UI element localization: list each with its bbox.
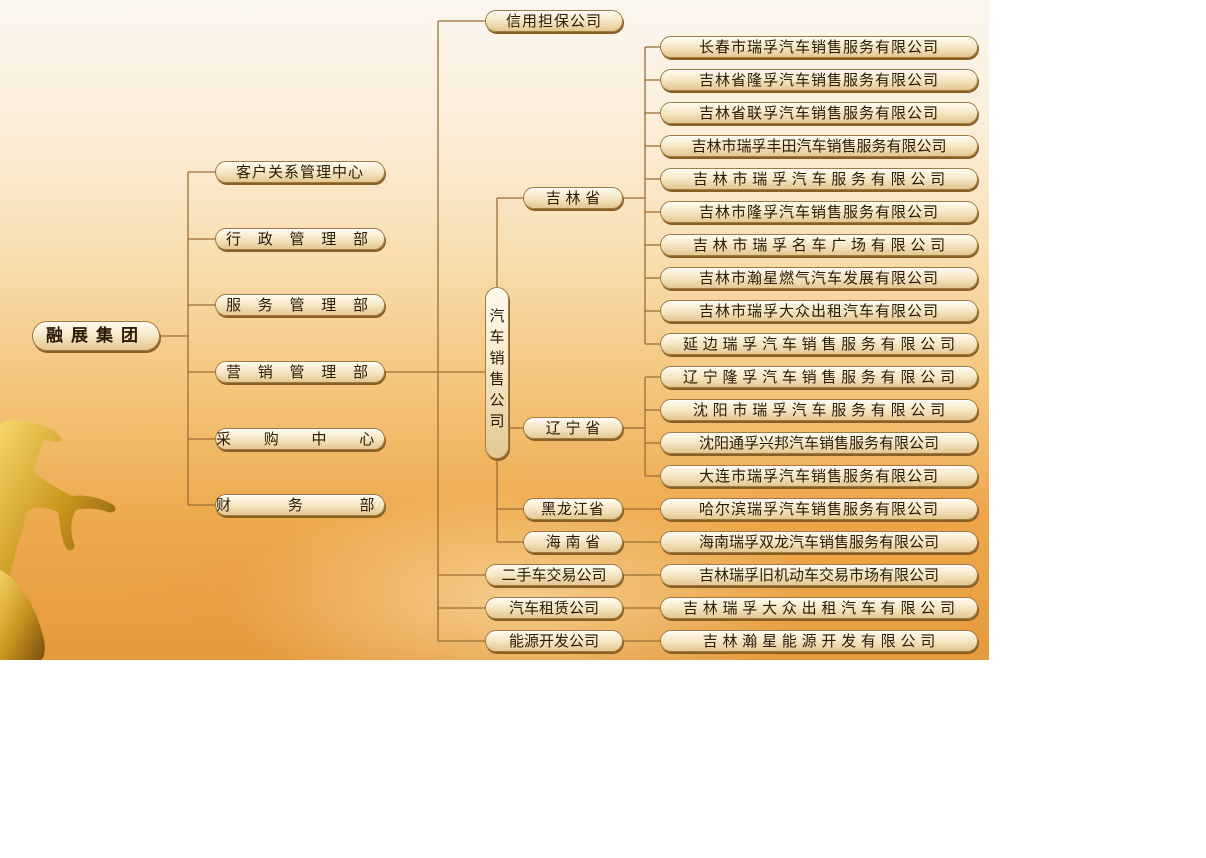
energy-development-company: 能源开发公司 (485, 630, 623, 652)
company-shenyang-tongfu-xingbang: 沈阳通孚兴邦汽车销售服务有限公司 (660, 432, 978, 454)
company-jilin-ruifu-vw-taxi: 吉 林 瑞 孚 大 众 出 租 汽 车 有 限 公 司 (660, 597, 978, 619)
company-changchun-ruifu: 长春市瑞孚汽车销售服务有限公司 (660, 36, 978, 58)
golden-horse-statue-image (0, 420, 116, 660)
auto-sales-char: 销 (489, 349, 505, 367)
company-harbin-ruifu: 哈尔滨瑞孚汽车销售服务有限公司 (660, 498, 978, 520)
org-chart: 融展集团 客户关系管理中心 行 政 管 理 部 服 务 管 理 部 营 销 管 … (0, 0, 989, 660)
company-jilin-hanxing-gas-auto: 吉林市瀚星燃气汽车发展有限公司 (660, 267, 978, 289)
dept-marketing-management: 营 销 管 理 部 (215, 361, 385, 383)
province-liaoning: 辽 宁 省 (523, 417, 623, 439)
company-jilin-province-lianfu: 吉林省联孚汽车销售服务有限公司 (660, 102, 978, 124)
credit-guarantee-company: 信用担保公司 (485, 10, 623, 32)
car-rental-company: 汽车租赁公司 (485, 597, 623, 619)
dept-administration: 行 政 管 理 部 (215, 228, 385, 250)
auto-sales-char: 司 (489, 412, 505, 430)
company-jilin-ruifu-used-vehicle-market: 吉林瑞孚旧机动车交易市场有限公司 (660, 564, 978, 586)
auto-sales-char: 售 (489, 370, 505, 388)
company-yanbian-ruifu: 延 边 瑞 孚 汽 车 销 售 服 务 有 限 公 司 (660, 333, 978, 355)
company-jilin-longfu: 吉林市隆孚汽车销售服务有限公司 (660, 201, 978, 223)
auto-sales-char: 汽 (489, 307, 505, 325)
province-heilongjiang: 黑龙江省 (523, 498, 623, 520)
company-dalian-ruifu: 大连市瑞孚汽车销售服务有限公司 (660, 465, 978, 487)
dept-customer-relations: 客户关系管理中心 (215, 161, 385, 183)
auto-sales-char: 公 (489, 391, 505, 409)
auto-sales-company: 汽 车 销 售 公 司 (485, 287, 509, 459)
dept-procurement-center: 采 购 中 心 (215, 428, 389, 450)
province-jilin: 吉 林 省 (523, 187, 623, 209)
used-car-trading-company: 二手车交易公司 (485, 564, 623, 586)
company-jilin-ruifu-taxi: 吉林市瑞孚大众出租汽车有限公司 (660, 300, 978, 322)
company-liaoning-longfu: 辽 宁 隆 孚 汽 车 销 售 服 务 有 限 公 司 (660, 366, 978, 388)
company-jilin-ruifu-toyota: 吉林市瑞孚丰田汽车销售服务有限公司 (660, 135, 978, 157)
company-shenyang-ruifu-service: 沈 阳 市 瑞 孚 汽 车 服 务 有 限 公 司 (660, 399, 978, 421)
connector-lines (160, 20, 660, 642)
company-hainan-ruifu-ssangyong: 海南瑞孚双龙汽车销售服务有限公司 (660, 531, 978, 553)
company-jilin-province-longfu: 吉林省隆孚汽车销售服务有限公司 (660, 69, 978, 91)
company-jilin-ruifu-famous-car-plaza: 吉 林 市 瑞 孚 名 车 广 场 有 限 公 司 (660, 234, 978, 256)
company-jilin-hanxing-energy: 吉 林 瀚 星 能 源 开 发 有 限 公 司 (660, 630, 978, 652)
dept-service-management: 服 务 管 理 部 (215, 294, 385, 316)
province-hainan: 海 南 省 (523, 531, 623, 553)
dept-finance: 财 务 部 (215, 494, 401, 516)
company-jilin-ruifu-auto-service: 吉 林 市 瑞 孚 汽 车 服 务 有 限 公 司 (660, 168, 978, 190)
auto-sales-char: 车 (489, 328, 505, 346)
root-node: 融展集团 (32, 321, 160, 351)
